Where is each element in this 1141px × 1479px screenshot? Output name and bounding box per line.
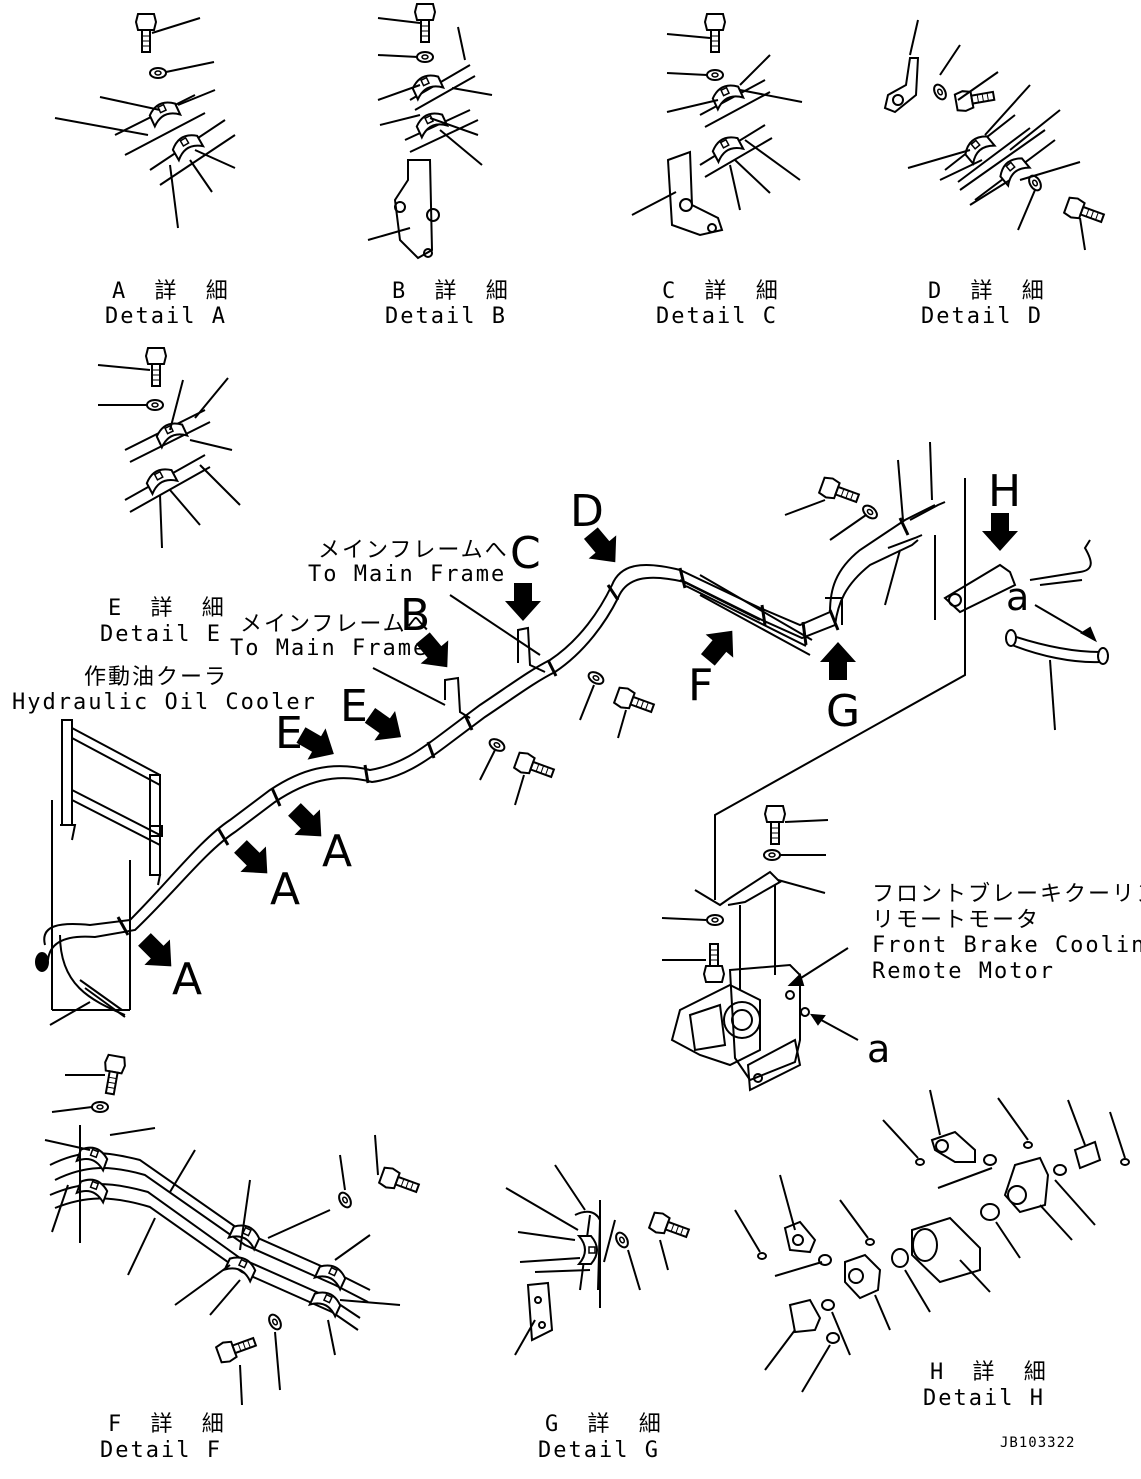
view-letter-e1: E [340,681,368,732]
remote-motor-en-2: Remote Motor [872,959,1055,984]
drawing-code: JB103322 [1000,1435,1076,1451]
detail-b-caption-en: Detail B [385,304,507,329]
view-letter-a1: A [322,826,353,877]
detail-e-caption-jp: E 詳 細 [108,596,232,621]
detail-d-drawing [883,19,1107,251]
detail-b-caption-jp: B 詳 細 [392,279,516,304]
detail-c-caption-jp: C 詳 細 [662,279,786,304]
to-main-frame-2-jp: メインフレームへ [240,612,431,637]
detail-b-drawing [367,3,493,260]
detail-a-caption-jp: A 詳 細 [112,279,236,304]
detail-a-drawing [54,13,236,229]
detail-f-caption-jp: F 詳 細 [108,1412,232,1437]
view-letter-d: D [570,486,604,537]
remote-motor-jp-2: リモートモータ [872,908,1041,933]
detail-d-caption-en: Detail D [921,304,1043,329]
remote-motor-jp-1: フロントブレーキクーリング [872,882,1141,907]
detail-h-drawing [734,1089,1130,1393]
view-letter-h: H [988,466,1022,517]
detail-e-caption-en: Detail E [100,622,222,647]
detail-h-caption-en: Detail H [923,1386,1045,1411]
detail-a-caption-en: Detail A [105,304,227,329]
detail-f-drawing [44,1053,422,1406]
view-letter-a2: A [270,864,301,915]
detail-g-caption-en: Detail G [538,1438,660,1463]
detail-g-caption-jp: G 詳 細 [545,1412,669,1437]
view-letter-c: C [510,528,541,579]
detail-g-drawing [505,1164,692,1356]
hydraulic-oil-cooler-en: Hydraulic Oil Cooler [12,690,317,715]
detail-c-drawing [631,13,803,237]
hydraulic-oil-cooler [51,719,163,1011]
detail-c-caption-en: Detail C [656,304,778,329]
detail-e-drawing [97,347,241,549]
hydraulic-oil-cooler-jp: 作動油クーラ [84,665,229,690]
view-letter-a3: A [172,954,203,1005]
detail-h-caption-jp: H 詳 細 [930,1360,1054,1385]
detail-d-caption-jp: D 詳 細 [928,279,1052,304]
view-letter-a-small-1: a [1006,575,1030,619]
to-main-frame-2-en: To Main Frame [230,636,429,661]
view-letter-f: F [688,660,714,711]
main-hose-assembly [35,441,1109,1092]
to-main-frame-1-en: To Main Frame [308,562,507,587]
remote-motor [670,963,810,1092]
remote-motor-en-1: Front Brake Cooling [872,933,1141,958]
view-letter-b: B [400,590,431,641]
view-letter-e2: E [275,708,303,759]
detail-f-caption-en: Detail F [100,1438,222,1463]
view-letter-g: G [826,686,861,737]
to-main-frame-1-jp: メインフレームへ [318,538,509,563]
view-letter-a-small-2: a [867,1027,891,1071]
